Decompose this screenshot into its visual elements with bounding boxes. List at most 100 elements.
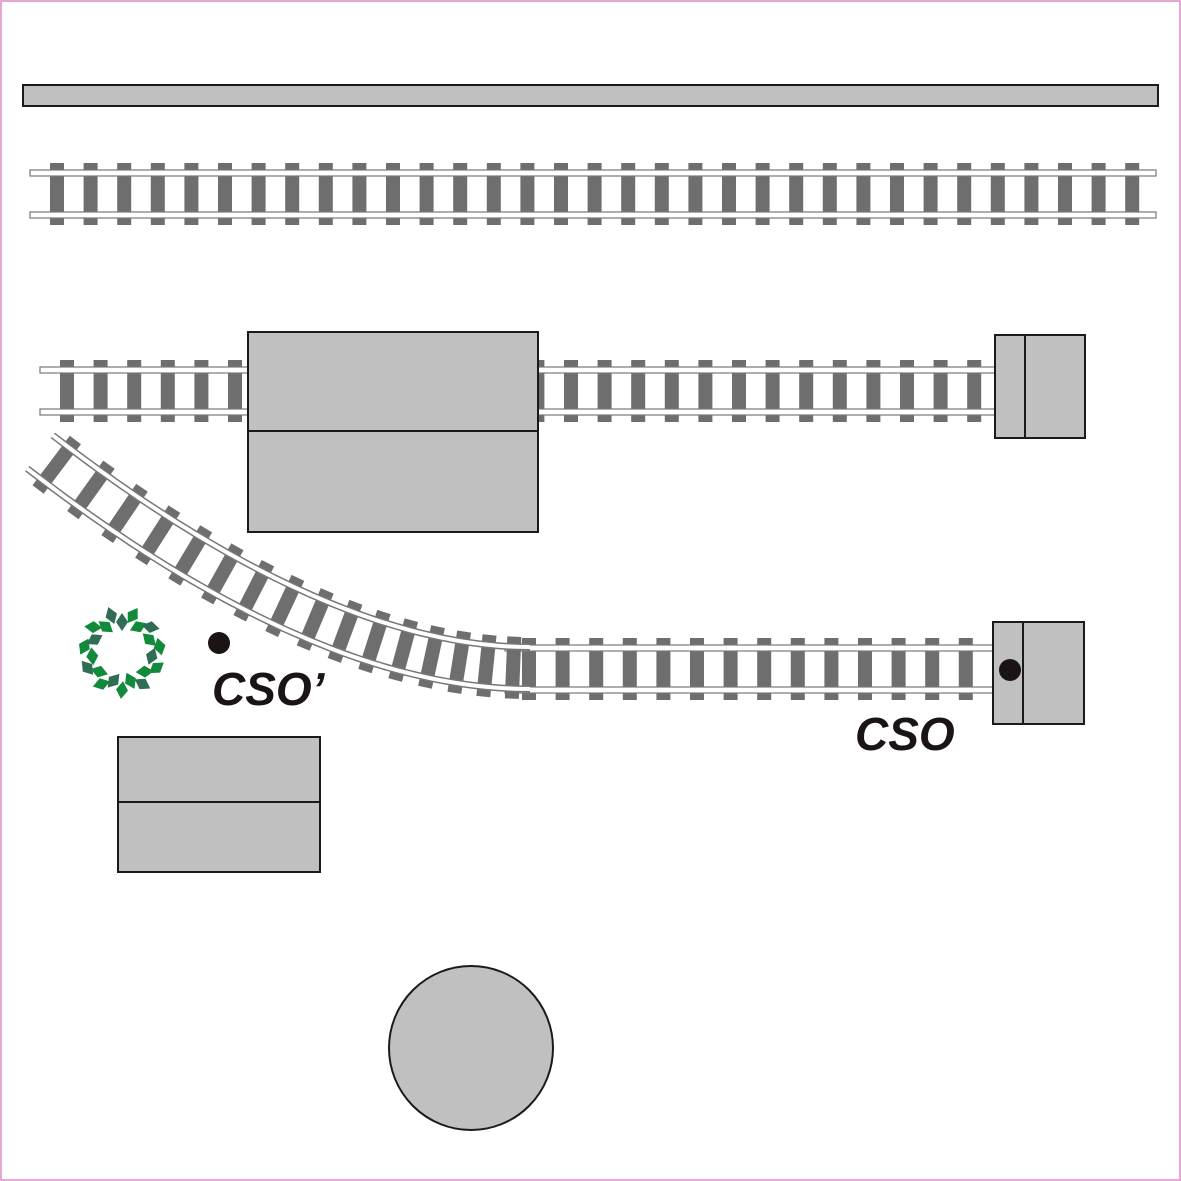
rail [504, 686, 996, 694]
sleeper [656, 638, 671, 700]
sleeper [447, 630, 472, 694]
leaf [141, 621, 160, 634]
sleeper [799, 360, 814, 422]
leaf [149, 662, 164, 674]
sleeper [597, 360, 612, 422]
sleeper [690, 638, 704, 700]
sleeper [664, 360, 679, 422]
sleeper [958, 638, 973, 700]
sleeper [184, 163, 199, 225]
sleeper [698, 360, 713, 422]
sleeper [419, 163, 434, 225]
sleeper [218, 163, 232, 225]
sleeper [486, 163, 501, 225]
sleeper [622, 638, 637, 700]
leaf [127, 608, 138, 624]
sleeper [117, 163, 132, 225]
sleeper [832, 360, 847, 422]
water-tank [388, 965, 554, 1131]
main-line-track [29, 163, 1157, 225]
leaf [84, 621, 103, 634]
leaf [105, 607, 117, 625]
leaf [116, 681, 128, 699]
sleeper [933, 360, 948, 422]
sleeper [967, 360, 982, 422]
station-building [247, 331, 539, 533]
sleeper [522, 638, 536, 700]
platform [22, 84, 1159, 107]
sleeper [228, 360, 242, 422]
tree-icon [79, 607, 166, 699]
sleeper [1125, 163, 1140, 225]
sleeper [476, 634, 497, 698]
sleeper [824, 638, 839, 700]
sleeper [352, 163, 367, 225]
leaf [134, 678, 151, 690]
sleeper [789, 163, 804, 225]
goods-shed [117, 736, 321, 873]
sleeper [822, 163, 837, 225]
sleeper [732, 360, 746, 422]
sleeper [194, 360, 209, 422]
rail [25, 467, 531, 691]
leaf [92, 678, 111, 690]
leaf [86, 647, 99, 666]
sleeper [386, 163, 400, 225]
sleeper [67, 460, 115, 520]
sleeper [1091, 163, 1106, 225]
sleeper [50, 163, 64, 225]
sleeper [150, 163, 165, 225]
sleeper [554, 163, 568, 225]
sleeper [453, 163, 468, 225]
sleeper [285, 163, 300, 225]
sleeper [587, 163, 602, 225]
sleeper [654, 163, 669, 225]
sleeper [866, 360, 881, 422]
sleeper [790, 638, 805, 700]
leaf [135, 665, 154, 678]
sleeper [504, 636, 522, 699]
leaf [86, 634, 103, 645]
sleeper [1058, 163, 1072, 225]
rail [51, 433, 531, 649]
buffer-stop-upper [994, 334, 1086, 439]
sleeper [388, 618, 419, 682]
sleeper [900, 360, 914, 422]
sleeper [520, 163, 535, 225]
sleeper [722, 163, 736, 225]
leaf [90, 665, 108, 678]
leaf [142, 633, 156, 646]
leaf [125, 672, 136, 689]
sleeper [555, 638, 570, 700]
sleeper [160, 360, 175, 422]
sleeper [418, 625, 445, 689]
leaf [81, 660, 94, 675]
sleeper [564, 360, 578, 422]
rail [504, 644, 996, 652]
sleeper [923, 163, 938, 225]
leaf [146, 647, 158, 665]
sleeper [318, 163, 333, 225]
rail [29, 169, 1157, 177]
sleeper [32, 435, 81, 494]
cso-label: CSO [855, 708, 955, 760]
sleeper [856, 163, 871, 225]
leaf [129, 621, 147, 633]
leaf [98, 621, 113, 633]
sleeper [589, 638, 604, 700]
sleeper [688, 163, 703, 225]
sleeper [925, 638, 940, 700]
tracks [25, 163, 1157, 700]
sleeper [60, 360, 74, 422]
sleeper [858, 638, 872, 700]
sleeper [757, 638, 772, 700]
sleeper [83, 163, 98, 225]
leaf [107, 673, 120, 688]
sleeper [755, 163, 770, 225]
sleeper [621, 163, 636, 225]
curved-siding-track [25, 432, 531, 699]
sleeper [101, 483, 148, 543]
sleeper [251, 163, 266, 225]
sleeper [631, 360, 646, 422]
